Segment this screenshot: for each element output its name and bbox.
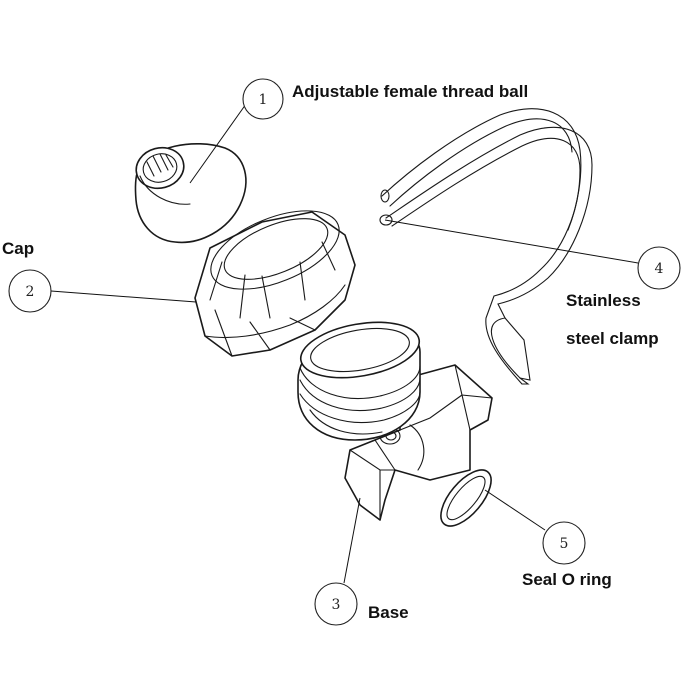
leader-2 [50,290,197,303]
callout-4-label-line2: steel clamp [566,329,659,348]
callout-5-circle [542,521,586,565]
callout-2-label: Cap [2,239,34,258]
callout-1-label: Adjustable female thread ball [292,82,528,101]
leader-5 [484,489,546,531]
callout-2: 2 Cap [2,239,52,313]
callout-4-number: 4 [655,261,664,277]
stainless-steel-clamp [379,108,593,385]
leader-4 [384,219,639,264]
callout-1-number: 1 [259,92,268,108]
callout-3-label: Base [368,603,409,622]
leader-3 [343,497,361,584]
leader-1 [189,103,247,184]
callout-3-number: 3 [332,597,341,613]
base [297,321,493,521]
cap [194,210,356,357]
callout-5-label: Seal O ring [522,570,612,589]
callout-1-circle [242,78,284,120]
leader-lines [50,103,639,584]
callout-1: 1 Adjustable female thread ball [242,78,528,120]
callout-3: 3 Base [314,582,409,626]
adjustable-female-thread-ball [134,142,247,244]
callout-4: 4 Stainless steel clamp [566,246,681,348]
callout-2-circle [8,269,52,313]
callout-5: 5 Seal O ring [522,521,612,589]
callout-4-label-line1: Stainless [566,291,641,310]
callout-5-number: 5 [560,536,569,552]
callout-2-number: 2 [26,284,35,300]
callout-4-circle [637,246,681,290]
callout-3-circle [314,582,358,626]
seal-o-ring [440,469,492,527]
